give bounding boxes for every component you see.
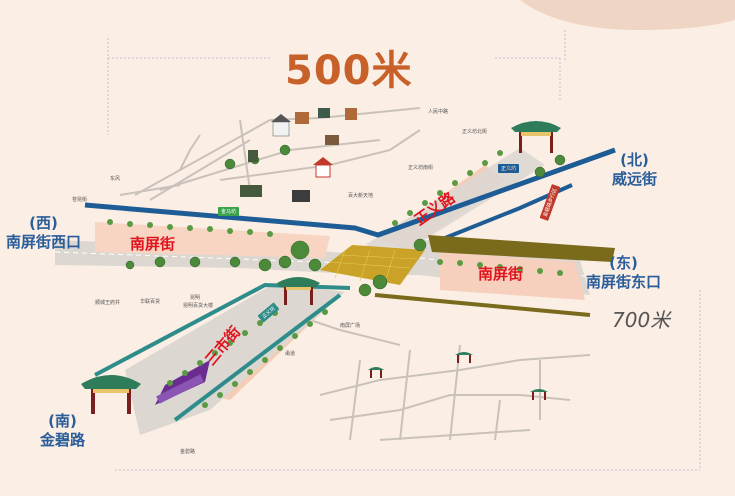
label-guangchang: 南屏广场	[340, 323, 361, 329]
label-zhengyi-south: 正义坊南街	[408, 165, 434, 171]
east-tag: (东)	[609, 254, 638, 272]
label-shops: 顺城王府井	[95, 300, 121, 306]
gate-centre	[277, 277, 320, 305]
label-kunming: 昆明百货大楼	[183, 303, 214, 309]
label-dongfeng: 东风	[110, 176, 121, 182]
blue-road-top	[84, 147, 616, 238]
label-kunming2: 昆明	[190, 295, 201, 301]
label-zhengyi-north: 正义坊北街	[462, 129, 488, 135]
south-name: 金碧路	[40, 431, 86, 449]
nanping-west-band	[95, 222, 330, 258]
olive-band	[428, 235, 615, 262]
label-baida: 百大新天地	[348, 193, 374, 199]
south-label: (南) 金碧路	[40, 412, 85, 450]
small-gates	[368, 352, 548, 400]
north-label: (北) 威远街	[612, 151, 657, 189]
west-name: 南屏街西口	[6, 233, 82, 251]
label-renmin: 人民中路	[428, 109, 449, 115]
street-nanping-west: 南屏街	[130, 235, 176, 253]
nanping-east-band	[440, 252, 585, 300]
label-cangxian: 苍昆街	[72, 197, 88, 203]
scale-right-label: 700米	[612, 308, 671, 332]
east-label: (东) 南屏街东口	[586, 254, 661, 292]
olive-road-lower	[374, 293, 591, 317]
scale-top-label: 500米	[285, 48, 413, 94]
west-label: (西) 南屏街西口	[6, 214, 81, 252]
tag-zhengyi-gate: 正义坊	[498, 164, 520, 173]
gate-north	[511, 121, 561, 153]
corner-blob	[520, 0, 735, 30]
teal-road-sanshi	[94, 282, 351, 377]
label-zheng: 正义	[506, 167, 517, 173]
gate-south	[81, 375, 141, 414]
south-tag: (南)	[48, 412, 77, 430]
north-tag: (北)	[620, 151, 649, 169]
label-chengzhu: 甬道	[285, 351, 296, 357]
teal-road-south	[173, 293, 342, 422]
east-name: 南屏街东口	[586, 273, 662, 291]
tag-jinma: 金马坊	[218, 207, 240, 216]
label-jinma-road: 金碧路	[180, 449, 196, 455]
label-maoyi: 华联百货	[140, 299, 161, 305]
north-name: 威远街	[612, 170, 658, 188]
street-nanping-east: 南屏街	[478, 265, 524, 283]
buildings-north	[240, 108, 357, 202]
west-tag: (西)	[29, 214, 58, 232]
